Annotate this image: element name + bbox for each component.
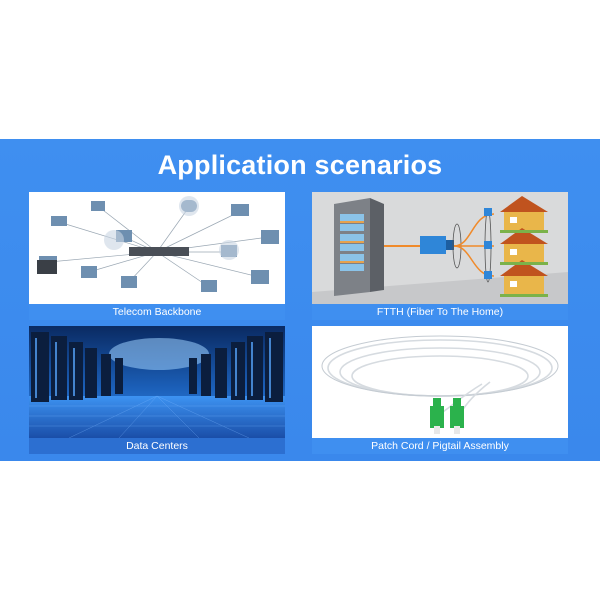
server-room-image — [29, 326, 285, 438]
telecom-backbone-card: Telecom Backbone — [29, 192, 285, 320]
card-caption: Telecom Backbone — [29, 304, 285, 320]
card-caption: Data Centers — [29, 438, 285, 454]
card-caption: FTTH (Fiber To The Home) — [312, 304, 568, 320]
patch-cord-card: Patch Cord / Pigtail Assembly — [312, 326, 568, 454]
card-caption: Patch Cord / Pigtail Assembly — [312, 438, 568, 454]
fiber-patch-cord-image — [312, 326, 568, 438]
network-diagram-image — [29, 192, 285, 304]
data-centers-card: Data Centers — [29, 326, 285, 454]
fiber-to-home-image — [312, 192, 568, 304]
page-title: Application scenarios — [157, 150, 443, 180]
ftth-card: FTTH (Fiber To The Home) — [312, 192, 568, 320]
